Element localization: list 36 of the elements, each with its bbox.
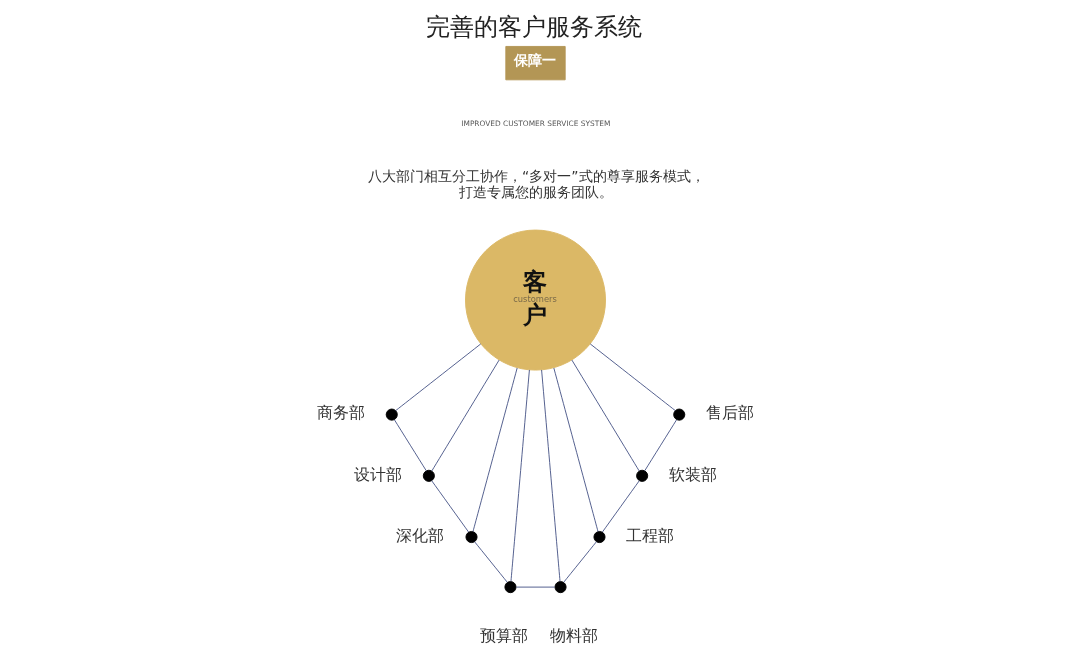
node-label: 售后部 <box>705 403 754 423</box>
connector <box>394 343 481 411</box>
node-circle: 客 customers 户 <box>464 229 606 371</box>
label: 八大部门相互分工协作，“多对一”式的尊享服务模式，打造专属您的服务团队。 <box>367 167 705 200</box>
node-circle <box>503 581 516 594</box>
node-label: 工程部 <box>625 525 674 545</box>
node-box: 保障一 <box>504 45 566 81</box>
connector <box>430 359 499 472</box>
connector <box>601 480 640 533</box>
node-label: 物料部 <box>549 625 598 645</box>
node-circle <box>554 581 567 594</box>
label: IMPROVED CUSTOMER SERVICE SYSTEM <box>460 119 610 129</box>
connector <box>430 480 469 533</box>
node-circle <box>672 408 685 421</box>
connector <box>589 343 676 411</box>
connector <box>562 541 597 583</box>
connector <box>393 419 427 472</box>
connector <box>472 367 518 532</box>
node-circle <box>465 531 478 544</box>
connector <box>515 586 555 588</box>
node-label: 预算部 <box>479 625 528 645</box>
connector <box>510 369 530 582</box>
node-circle <box>592 531 605 544</box>
node-circle <box>422 469 435 482</box>
connector <box>552 367 598 532</box>
node-label: 商务部 <box>316 403 365 423</box>
connector <box>571 359 640 472</box>
node-label: 设计部 <box>353 464 402 484</box>
node-label: 深化部 <box>395 525 444 545</box>
node-circle <box>635 469 648 482</box>
connector <box>473 541 508 583</box>
diagram-title: 完善的客户服务系统 <box>425 13 642 42</box>
connector <box>643 419 677 472</box>
node-circle <box>385 408 398 421</box>
node-label: 软装部 <box>668 464 717 484</box>
connector <box>540 369 560 582</box>
